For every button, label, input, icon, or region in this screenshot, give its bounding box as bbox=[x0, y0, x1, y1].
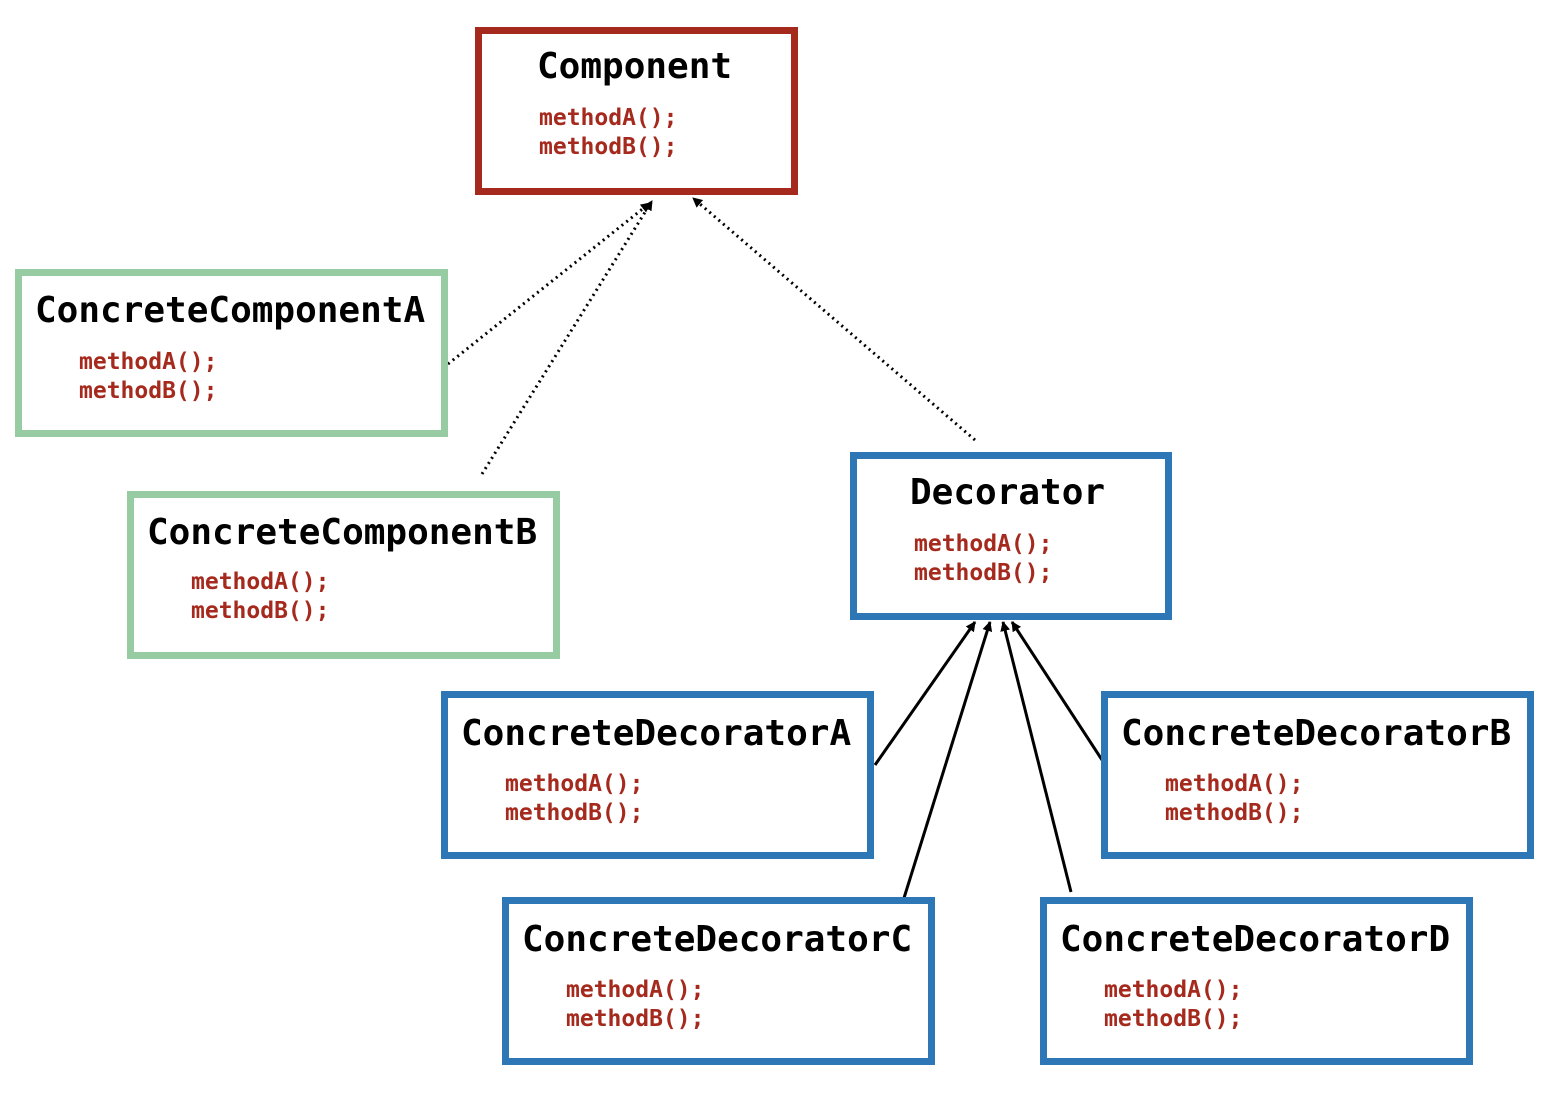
method-b: methodB(); bbox=[539, 134, 678, 160]
method-a: methodA(); bbox=[505, 771, 644, 797]
method-a: methodA(); bbox=[191, 569, 330, 595]
edge-concrete-component-a-to-component bbox=[447, 201, 651, 366]
concrete-decorator-c-methods: methodA(); methodB(); bbox=[566, 976, 704, 1034]
edge-concrete-decorator-b-to-decorator bbox=[1010, 621, 1106, 764]
concrete-component-b-methods: methodA(); methodB(); bbox=[191, 568, 329, 626]
concrete-decorator-b-title: ConcreteDecoratorB bbox=[1121, 713, 1512, 754]
method-a: methodA(); bbox=[79, 349, 218, 375]
method-a: methodA(); bbox=[539, 105, 678, 131]
concrete-component-a-methods: methodA(); methodB(); bbox=[79, 348, 217, 406]
concrete-decorator-d-methods: methodA(); methodB(); bbox=[1104, 976, 1242, 1034]
method-b: methodB(); bbox=[505, 800, 644, 826]
method-b: methodB(); bbox=[1165, 800, 1304, 826]
decorator-box: Decorator methodA(); methodB(); bbox=[850, 452, 1172, 620]
method-b: methodB(); bbox=[566, 1006, 705, 1032]
component-box: Component methodA(); methodB(); bbox=[475, 27, 798, 195]
edge-concrete-decorator-d-to-decorator bbox=[1000, 621, 1073, 893]
method-b: methodB(); bbox=[79, 378, 218, 404]
concrete-decorator-a-methods: methodA(); methodB(); bbox=[505, 770, 643, 828]
method-b: methodB(); bbox=[1104, 1006, 1243, 1032]
concrete-decorator-a-title: ConcreteDecoratorA bbox=[461, 713, 852, 754]
concrete-decorator-d-box: ConcreteDecoratorD methodA(); methodB(); bbox=[1040, 897, 1473, 1065]
edge-decorator-to-component bbox=[692, 196, 976, 442]
concrete-decorator-c-box: ConcreteDecoratorC methodA(); methodB(); bbox=[502, 897, 935, 1065]
component-title: Component bbox=[537, 46, 733, 87]
edge-concrete-decorator-a-to-decorator bbox=[873, 621, 977, 766]
method-a: methodA(); bbox=[566, 977, 705, 1003]
concrete-decorator-d-title: ConcreteDecoratorD bbox=[1060, 919, 1451, 960]
decorator-title: Decorator bbox=[910, 472, 1106, 513]
concrete-decorator-b-box: ConcreteDecoratorB methodA(); methodB(); bbox=[1101, 691, 1534, 859]
concrete-decorator-a-box: ConcreteDecoratorA methodA(); methodB(); bbox=[441, 691, 874, 859]
decorator-methods: methodA(); methodB(); bbox=[914, 530, 1052, 588]
method-a: methodA(); bbox=[914, 531, 1053, 557]
concrete-component-a-title: ConcreteComponentA bbox=[35, 290, 426, 331]
concrete-decorator-b-methods: methodA(); methodB(); bbox=[1165, 770, 1303, 828]
component-methods: methodA(); methodB(); bbox=[539, 104, 677, 162]
method-b: methodB(); bbox=[191, 598, 330, 624]
method-b: methodB(); bbox=[914, 560, 1053, 586]
concrete-decorator-c-title: ConcreteDecoratorC bbox=[522, 919, 913, 960]
concrete-component-b-box: ConcreteComponentB methodA(); methodB(); bbox=[127, 491, 560, 659]
edge-concrete-decorator-c-to-decorator bbox=[902, 621, 993, 899]
method-a: methodA(); bbox=[1165, 771, 1304, 797]
concrete-component-a-box: ConcreteComponentA methodA(); methodB(); bbox=[15, 269, 448, 437]
concrete-component-b-title: ConcreteComponentB bbox=[147, 512, 538, 553]
edge-concrete-component-b-to-component bbox=[480, 200, 654, 475]
method-a: methodA(); bbox=[1104, 977, 1243, 1003]
